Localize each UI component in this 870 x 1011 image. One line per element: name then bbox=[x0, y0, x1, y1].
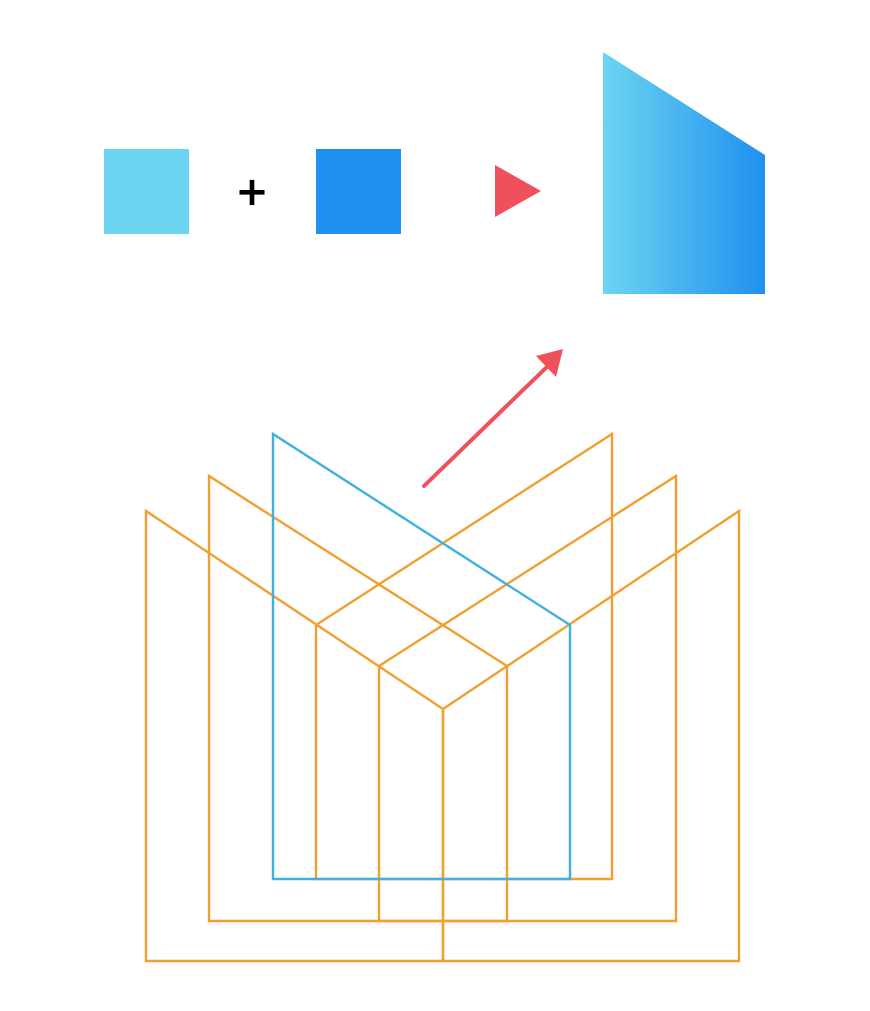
outline-right-medium bbox=[377, 473, 678, 923]
wireframe bbox=[144, 431, 741, 963]
connector-arrow bbox=[422, 349, 563, 488]
light-blue-square bbox=[104, 149, 189, 234]
gradient-pentagon-result bbox=[603, 52, 765, 294]
outline-left-large bbox=[144, 508, 445, 963]
outline-left-medium bbox=[207, 473, 509, 923]
plus-sign: + bbox=[235, 169, 269, 215]
diagonal-arrow-icon bbox=[536, 349, 563, 377]
dark-blue-square bbox=[316, 149, 401, 234]
equation-row: + bbox=[104, 52, 765, 294]
outline-right-large bbox=[441, 508, 741, 963]
play-triangle-icon bbox=[495, 165, 541, 217]
diagonal-arrow-shaft bbox=[422, 360, 554, 488]
outline-right-small bbox=[314, 431, 614, 881]
outline-highlight bbox=[271, 431, 572, 881]
